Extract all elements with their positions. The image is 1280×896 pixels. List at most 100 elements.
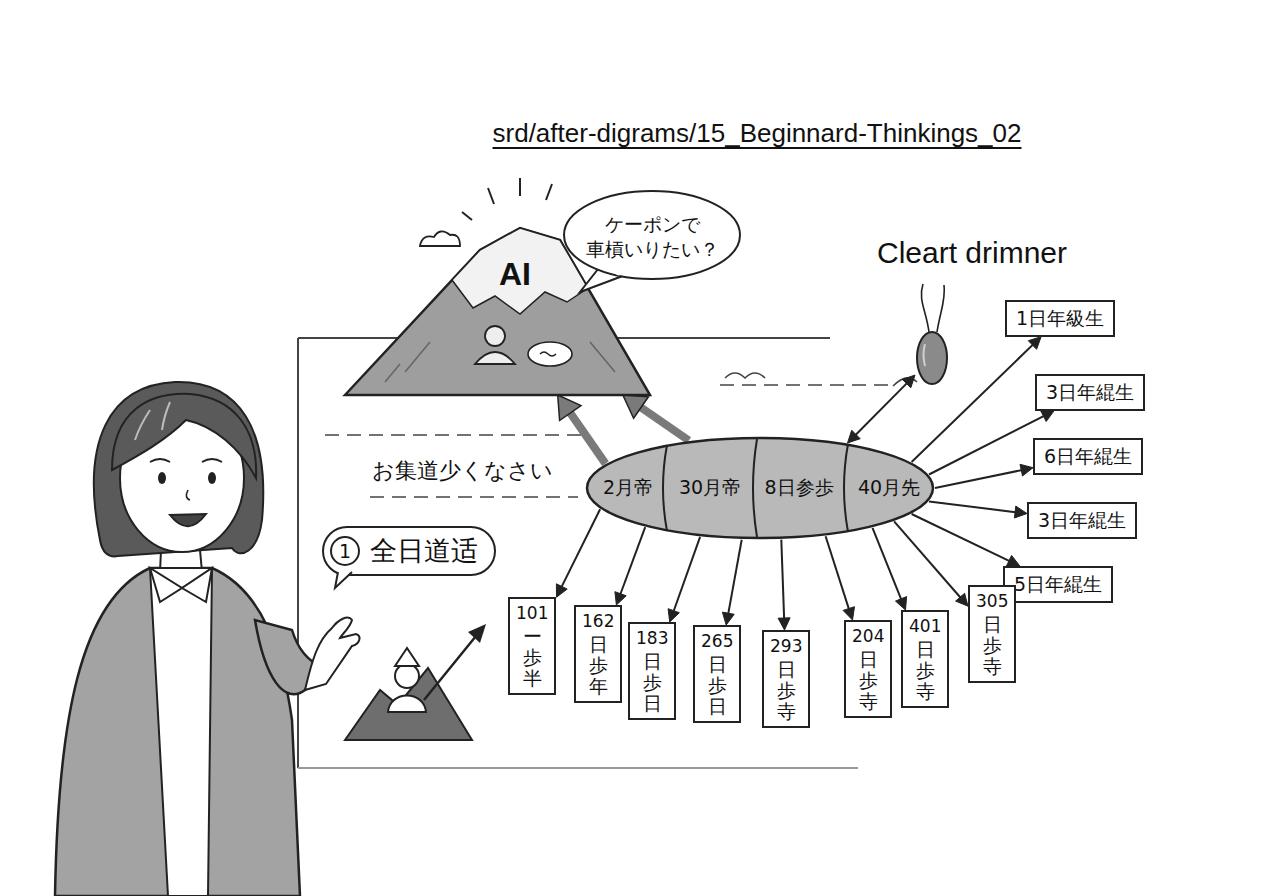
woman-brows <box>150 459 222 462</box>
step-vertical-text: 日歩寺 <box>916 639 935 702</box>
small-figure-head <box>395 664 419 688</box>
cloud <box>420 231 460 246</box>
step-number: 101 <box>516 603 548 623</box>
pod-heading: Cleart drimner <box>877 236 1067 270</box>
bubble-join <box>606 268 620 274</box>
arrow-head <box>1041 411 1054 422</box>
ellipse-node: 2月帝30月帝8日参歩40月先 <box>585 436 935 540</box>
small-figure-hat <box>395 648 419 666</box>
connector <box>615 527 645 605</box>
step-vertical-text: 日歩日 <box>643 651 662 714</box>
callout-number: 1 <box>330 536 360 566</box>
connector <box>722 540 741 625</box>
small-figure-body <box>388 696 426 713</box>
segment-dividers <box>663 439 848 537</box>
arrow-head <box>778 618 790 630</box>
arrow-head <box>722 612 734 625</box>
arrow-head <box>668 609 679 622</box>
step-vertical-text: 日歩寺 <box>777 659 796 722</box>
woman-eye <box>208 472 216 484</box>
thought-squiggle <box>540 352 556 356</box>
connector-line <box>620 527 646 596</box>
step-number: 204 <box>852 626 884 646</box>
step-vertical-text: 日歩日 <box>708 654 727 717</box>
woman-hand <box>305 618 359 690</box>
box-label: 5日年緄生 <box>1014 572 1102 597</box>
bubble-text: ケーポンで 車槓いりたい？ <box>580 212 724 261</box>
grade-box: 3日年緄生 <box>1035 374 1145 411</box>
callout-bubble: 1全日道适 <box>322 526 496 576</box>
meditating-head <box>485 326 505 346</box>
step-vertical-text: 日歩年 <box>589 634 608 697</box>
step-box: 183 日歩日 <box>628 622 676 720</box>
bubble-outline <box>564 191 740 279</box>
pod-shine <box>924 344 926 366</box>
speech-bubble: ケーポンで 車槓いりたい？ <box>562 188 742 286</box>
step-box: 101 ー歩半 <box>508 597 556 695</box>
woman-bangs <box>112 394 256 478</box>
connector-line <box>728 540 742 616</box>
connector-line <box>826 536 850 611</box>
pod-shape <box>915 330 949 386</box>
arrow-head <box>956 593 968 606</box>
connector <box>558 395 606 464</box>
woman-nose <box>186 490 190 500</box>
grade-box: 1日年級生 <box>1005 300 1115 337</box>
callout-tail <box>334 572 356 590</box>
connector <box>894 521 968 606</box>
connector <box>668 537 700 622</box>
woman-eye <box>158 472 166 484</box>
grade-box: 6日年緄生 <box>1033 438 1143 475</box>
step-vertical-text: 日歩寺 <box>983 614 1002 677</box>
pod-node: Cleart drimner <box>915 330 949 386</box>
connector-line <box>929 502 1018 513</box>
arrow-head <box>556 584 567 597</box>
box-label: 3日年緄生 <box>1046 380 1134 405</box>
woman-hair <box>94 382 263 556</box>
arrow-head <box>1014 506 1027 518</box>
step-box: 293日歩寺 <box>762 630 810 728</box>
connector-line <box>854 382 908 436</box>
callout-tail-outline <box>335 572 352 588</box>
connector <box>929 502 1027 519</box>
mountain-shading <box>385 342 615 382</box>
step-number: 305 <box>976 591 1008 611</box>
box-label: 6日年緄生 <box>1044 444 1132 469</box>
arrow-head <box>896 597 907 610</box>
connector-line <box>673 537 700 613</box>
connector <box>623 395 689 441</box>
connector-line <box>873 528 902 601</box>
woman-cardigan <box>55 568 300 896</box>
arrow-head <box>902 375 915 388</box>
step-number: 401 <box>909 616 941 636</box>
free-label: お集道少くなさい <box>372 456 553 486</box>
connector-line <box>935 470 1024 488</box>
woman-shirt <box>150 568 212 896</box>
arrow-head <box>615 592 626 605</box>
arrow-head <box>1028 337 1041 350</box>
bubble-shape <box>562 188 742 286</box>
arrow-head <box>558 395 581 421</box>
connector-line <box>781 540 784 621</box>
connector-line <box>568 409 606 463</box>
board-edge <box>297 338 299 768</box>
pod-outline <box>917 332 947 384</box>
grade-box: 3日年緄生 <box>1027 502 1137 539</box>
connector <box>778 540 790 630</box>
connector <box>826 536 855 620</box>
segment-label: 2月帝 <box>603 475 653 501</box>
meditating-body <box>475 352 515 364</box>
growth-arrow-head <box>468 624 486 643</box>
step-vertical-text: 日歩寺 <box>859 649 878 712</box>
pod-strings <box>921 284 944 332</box>
growth-arrow <box>424 636 476 700</box>
connector-line <box>637 405 688 441</box>
step-number: 183 <box>636 628 668 648</box>
step-box: 401 日歩寺 <box>901 610 949 708</box>
connector <box>556 509 600 597</box>
step-box: 162日歩年 <box>574 605 622 703</box>
wave <box>725 373 765 378</box>
box-label: 3日年緄生 <box>1038 508 1126 533</box>
woman-mouth <box>170 514 206 526</box>
step-vertical-text: ー歩半 <box>523 626 542 689</box>
